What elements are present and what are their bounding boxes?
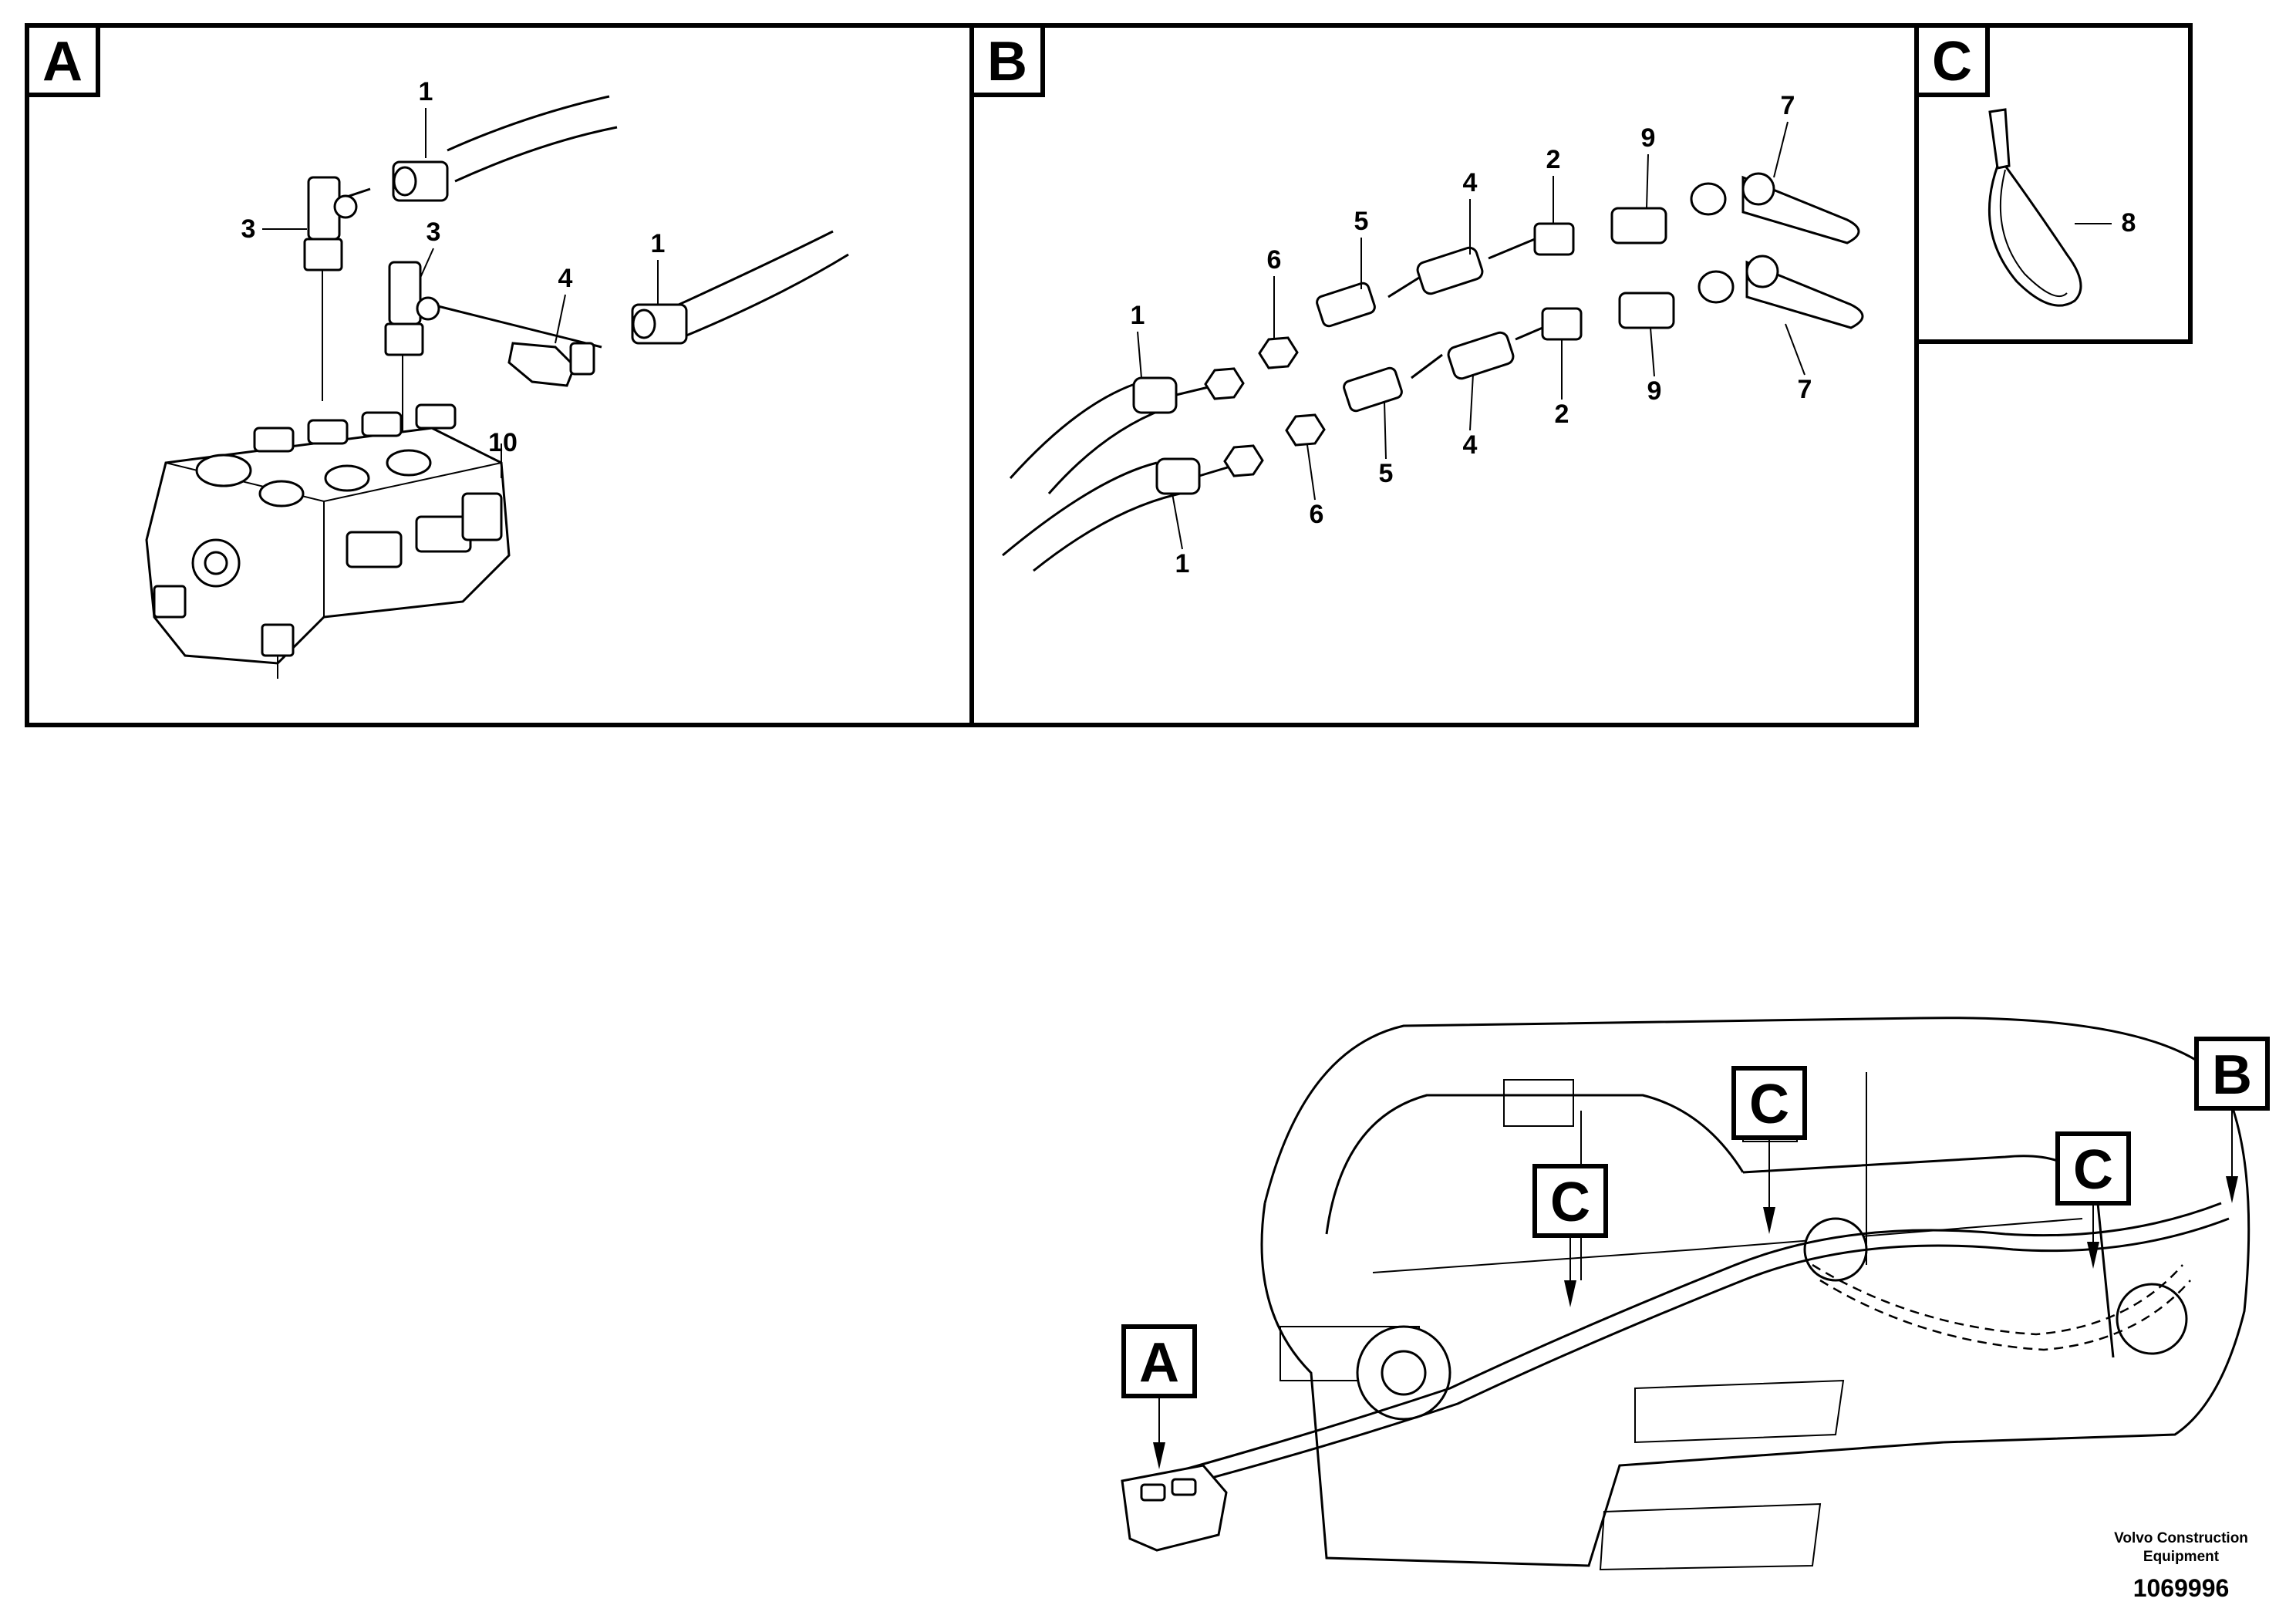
label-1a: 1 [419,77,433,106]
callout-b: B [2194,1037,2270,1203]
cable-tie-8 [1988,108,2082,307]
drawing-number: 1069996 [2133,1574,2230,1602]
label-b-9b: 9 [1647,376,1662,406]
panel-b-letter: B [987,31,1027,93]
label-b-1a: 1 [1131,301,1145,330]
overview-valve [1121,1464,1228,1552]
company-line-1: Volvo Construction [2114,1530,2248,1546]
callout-b-letter: B [2212,1044,2252,1106]
label-3b: 3 [426,218,441,247]
label-b-1b: 1 [1175,549,1190,578]
label-b-4b: 4 [1463,430,1478,460]
panel-b: B [969,23,1919,727]
callout-c-2: C [1731,1066,1807,1234]
label-b-2b: 2 [1555,400,1569,429]
fitting-1a [392,160,449,202]
callout-c3-letter: C [2073,1139,2113,1201]
company-line-2: Equipment [2143,1549,2220,1565]
upper-fitting-chain [1132,172,1860,414]
callout-a: A [1121,1324,1197,1469]
label-b-7b: 7 [1798,375,1812,404]
machine-overview [1121,1017,2250,1571]
elbow-4 [507,342,595,387]
callout-c-3: C [2055,1131,2131,1269]
label-b-4a: 4 [1463,168,1478,197]
callout-c1-letter: C [1550,1172,1590,1233]
label-b-9a: 9 [1641,123,1656,153]
callout-a-letter: A [1139,1332,1179,1394]
label-b-6a: 6 [1267,245,1282,275]
lower-fitting-chain [1155,255,1864,495]
label-b-5b: 5 [1379,459,1394,488]
panel-a: A [25,23,974,727]
panel-c-letter: C [1932,31,1972,93]
control-valve-10 [145,403,511,679]
label-3a: 3 [241,214,256,244]
callout-c-1: C [1532,1164,1608,1307]
label-10: 10 [488,428,518,457]
label-4: 4 [558,264,573,293]
label-c-8: 8 [2122,208,2136,238]
label-b-6b: 6 [1310,500,1324,529]
fitting-1b [631,303,688,345]
callout-c2-letter: C [1749,1074,1789,1135]
label-b-5a: 5 [1354,207,1369,236]
label-b-2a: 2 [1546,145,1561,174]
panel-c: C 8 [1914,23,2193,344]
tee-fitting-3b [384,261,440,356]
tee-fitting-3a [303,176,358,271]
label-b-7a: 7 [1781,91,1795,120]
drawing-footer: Volvo Construction Equipment 1069996 [2114,1530,2248,1602]
label-1b: 1 [651,229,666,258]
panel-a-letter: A [42,31,83,93]
